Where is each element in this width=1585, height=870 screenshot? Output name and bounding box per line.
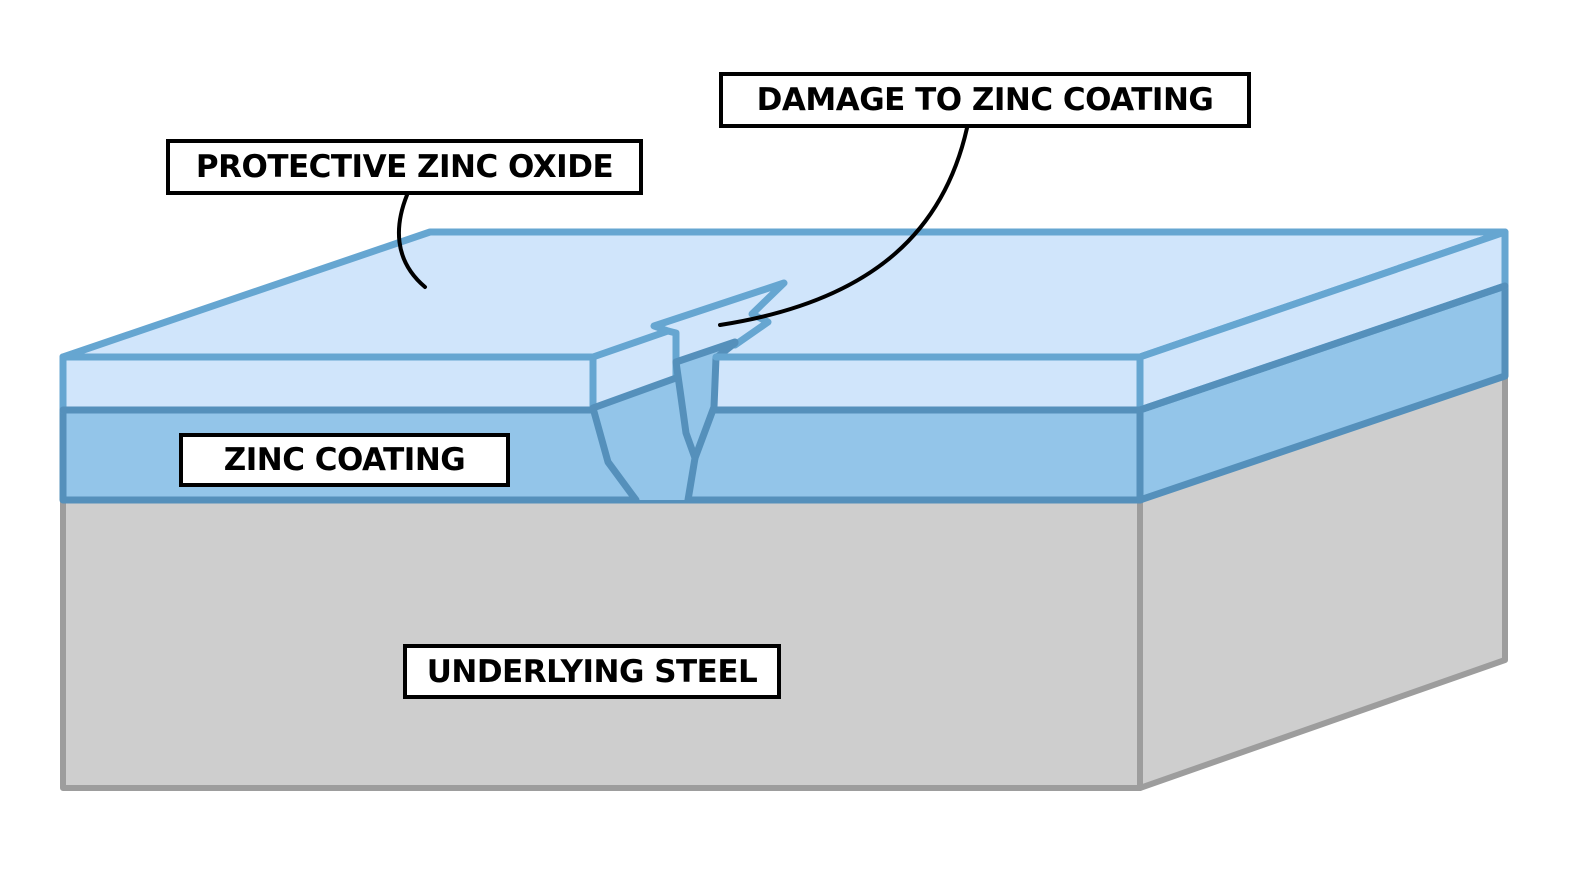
zinc-coating-label-text: ZINC COATING — [223, 442, 466, 478]
crack-left-wall — [589, 404, 640, 504]
crack-zinc-exposed — [593, 343, 735, 500]
crack-right-wall — [691, 354, 720, 462]
damage-crack — [59, 279, 1144, 504]
damage-leader-line — [718, 126, 969, 327]
damage-to-zinc-coating-label: DAMAGE TO ZINC COATING — [719, 72, 1251, 128]
damage-to-zinc-coating-label-text: DAMAGE TO ZINC COATING — [756, 82, 1214, 118]
protective-zinc-oxide-label: PROTECTIVE ZINC OXIDE — [166, 139, 643, 195]
crack-zinc-edge-top — [672, 338, 739, 366]
underlying-steel-label-text: UNDERLYING STEEL — [426, 653, 758, 690]
zinc-coating-label: ZINC COATING — [179, 433, 510, 487]
crack-middle-wall — [672, 358, 699, 504]
crack-zinc-edge-left — [589, 374, 680, 412]
oxide-leader-line — [397, 193, 427, 289]
underlying-steel-label: UNDERLYING STEEL — [403, 644, 781, 699]
protective-zinc-oxide-label-text: PROTECTIVE ZINC OXIDE — [195, 149, 614, 185]
